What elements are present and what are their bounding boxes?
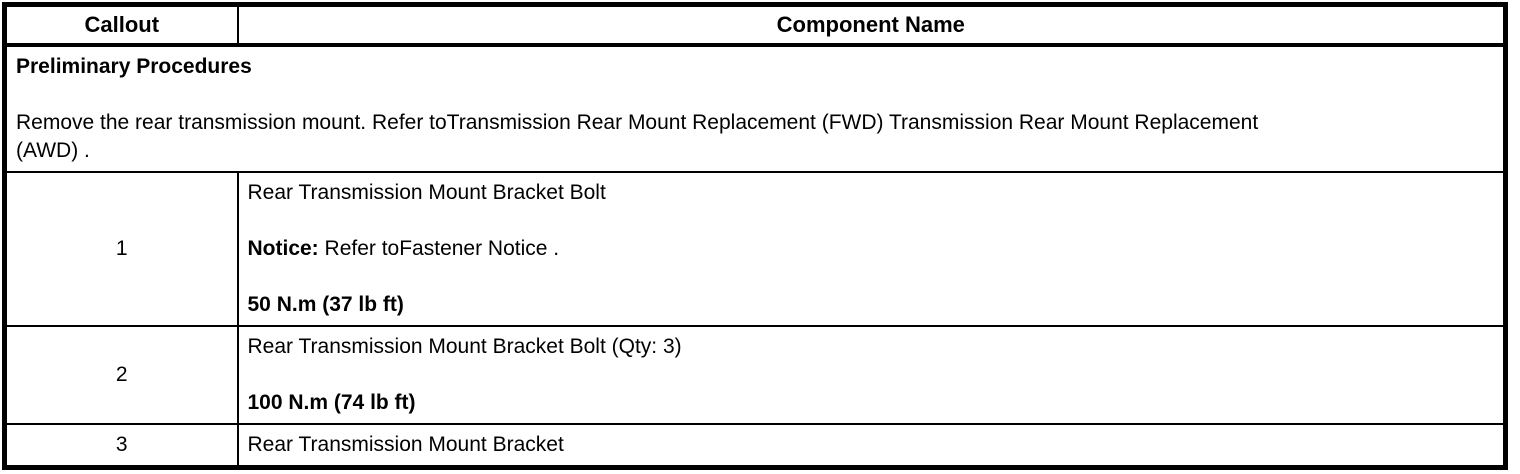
notice-text: Refer toFastener Notice .: [318, 237, 560, 260]
table-header-row: Callout Component Name: [3, 3, 1507, 47]
component-name: Rear Transmission Mount Bracket Bolt: [247, 181, 606, 204]
preliminary-procedures-row: Preliminary Procedures Remove the rear t…: [3, 44, 1507, 173]
notice-label: Notice:: [247, 237, 319, 260]
callout-column-header: Callout: [3, 3, 239, 47]
preliminary-procedures-text: Remove the rear transmission mount. Refe…: [16, 111, 1259, 134]
callout-number: 1: [3, 171, 239, 327]
torque-spec: 100 N.m (74 lb ft): [247, 391, 416, 414]
component-name: Rear Transmission Mount Bracket: [247, 433, 564, 456]
component-cell: Rear Transmission Mount Bracket Bolt (Qt…: [236, 325, 1507, 425]
preliminary-procedures-title: Preliminary Procedures: [16, 55, 252, 78]
component-name: Rear Transmission Mount Bracket Bolt (Qt…: [247, 335, 682, 358]
torque-spec: 50 N.m (37 lb ft): [247, 293, 404, 316]
component-notice: Notice: Refer toFastener Notice .: [248, 235, 1495, 263]
component-table: Callout Component Name Preliminary Proce…: [2, 2, 1508, 470]
component-name-column-header: Component Name: [236, 3, 1507, 47]
table-row: 2 Rear Transmission Mount Bracket Bolt (…: [3, 325, 1507, 425]
callout-number: 3: [3, 423, 239, 469]
table-row: 3 Rear Transmission Mount Bracket: [3, 423, 1507, 469]
callout-number: 2: [3, 325, 239, 425]
preliminary-procedures-text-continued: (AWD) .: [16, 139, 90, 162]
component-cell: Rear Transmission Mount Bracket Bolt Not…: [236, 171, 1507, 327]
component-cell: Rear Transmission Mount Bracket: [236, 423, 1507, 469]
table-row: 1 Rear Transmission Mount Bracket Bolt N…: [3, 171, 1507, 327]
preliminary-procedures-cell: Preliminary Procedures Remove the rear t…: [3, 44, 1507, 173]
